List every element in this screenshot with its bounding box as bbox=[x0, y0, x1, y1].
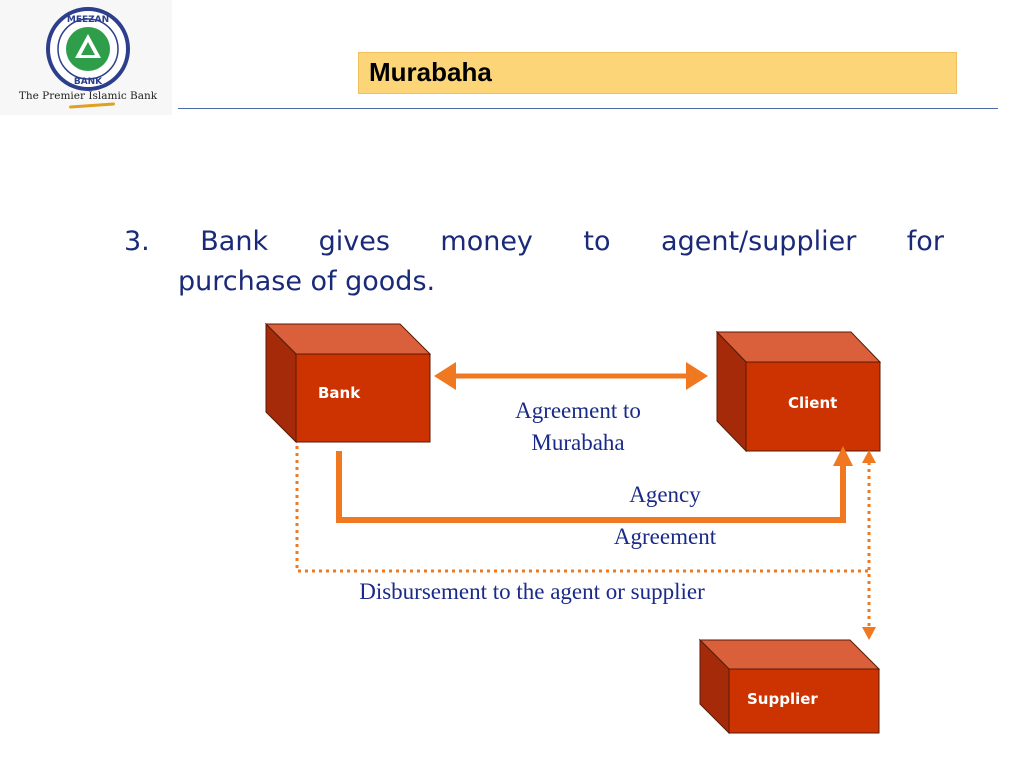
logo-tagline: The Premier Islamic Bank bbox=[18, 90, 158, 102]
disbursement-label: Disbursement to the agent or supplier bbox=[359, 579, 705, 604]
bullet-number: 3. bbox=[124, 226, 150, 257]
logo-emblem-icon: MEEZAN BANK bbox=[46, 7, 130, 91]
disbursement-dotted-arrow bbox=[295, 446, 876, 640]
bullet-line-1: 3. Bank gives money to agent/supplier fo… bbox=[124, 222, 944, 262]
supplier-box bbox=[698, 638, 881, 735]
client-box-label: Client bbox=[788, 394, 838, 412]
agreement-double-arrow bbox=[434, 362, 708, 390]
bullet-point: 3. Bank gives money to agent/supplier fo… bbox=[124, 222, 944, 302]
agreement-label-line-2: Murabaha bbox=[531, 430, 625, 455]
bank-box bbox=[264, 322, 432, 444]
logo-text-top: MEEZAN bbox=[67, 15, 109, 25]
slide-title-box: Murabaha bbox=[358, 52, 957, 94]
header-divider bbox=[178, 108, 998, 109]
agency-label-line-2: Agreement bbox=[613, 524, 717, 549]
slide-title: Murabaha bbox=[369, 57, 492, 87]
bullet-word: money bbox=[440, 226, 533, 257]
bullet-word: Bank bbox=[200, 226, 269, 257]
client-box bbox=[715, 330, 882, 453]
bullet-line-2: purchase of goods. bbox=[178, 266, 436, 297]
agreement-label-line-1: Agreement to bbox=[515, 398, 641, 423]
supplier-box-label: Supplier bbox=[747, 690, 818, 708]
agency-agreement-arrow bbox=[336, 446, 853, 523]
agreement-label: Agreement to Murabaha bbox=[478, 395, 678, 459]
bullet-word: gives bbox=[318, 226, 390, 257]
meezan-bank-logo: MEEZAN BANK The Premier Islamic Bank bbox=[0, 0, 172, 115]
bank-box-label: Bank bbox=[318, 384, 361, 402]
bullet-word: to bbox=[583, 226, 611, 257]
agency-label-line-1: Agency bbox=[629, 482, 701, 507]
bullet-word: agent/supplier bbox=[661, 226, 857, 257]
bullet-word: for bbox=[906, 226, 944, 257]
logo-text-bottom: BANK bbox=[74, 77, 103, 87]
